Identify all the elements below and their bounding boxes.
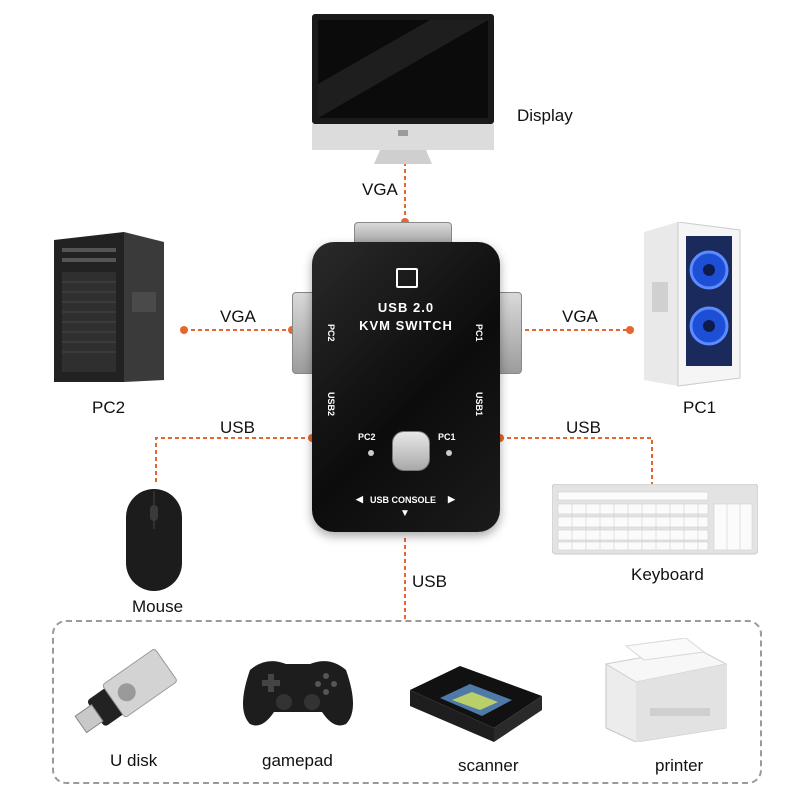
wire-dot xyxy=(180,326,188,334)
monitor-icon xyxy=(310,14,496,171)
side-label-pc1: PC1 xyxy=(474,324,484,342)
usb-peripherals-group xyxy=(52,620,762,784)
pc1-label: PC1 xyxy=(683,398,717,417)
kvm-title-line2: KVM SWITCH xyxy=(359,318,453,333)
usb-bottom-label: USB xyxy=(412,572,447,591)
console-right-arrow-icon: ▶ xyxy=(448,494,455,504)
keyboard-icon xyxy=(551,483,759,561)
usb-right-label: USB xyxy=(566,418,601,437)
side-label-pc2: PC2 xyxy=(326,324,336,342)
wire-mouse-usb xyxy=(155,437,312,485)
display-label: Display xyxy=(517,106,573,125)
usb-left-label: USB xyxy=(220,418,255,437)
printer-label: printer xyxy=(655,756,704,775)
mouse-label: Mouse xyxy=(132,597,184,616)
keyboard-label: Keyboard xyxy=(631,565,704,584)
led-label-pc1: PC1 xyxy=(438,432,456,442)
led-label-pc2: PC2 xyxy=(358,432,376,442)
pc2-led xyxy=(368,450,374,456)
scanner-icon xyxy=(400,660,546,749)
side-label-usb2: USB2 xyxy=(326,392,336,417)
side-label-usb1: USB1 xyxy=(474,392,484,417)
vga-right-label: VGA xyxy=(562,307,598,326)
pc2-label: PC2 xyxy=(92,398,126,417)
kvm-switch: USB 2.0 KVM SWITCH PC2 PC1 USB2 USB1 PC2… xyxy=(312,242,500,532)
wire-dot xyxy=(626,326,634,334)
vga-port-right xyxy=(498,292,522,374)
scanner-label: scanner xyxy=(458,756,519,775)
wire-keyboard-usb xyxy=(500,437,653,487)
kvm-title-line1: USB 2.0 xyxy=(377,300,435,315)
u-disk-label: U disk xyxy=(110,751,158,770)
u-disk-icon xyxy=(70,640,190,745)
pc1-tower-icon xyxy=(644,221,744,393)
console-down-arrow-icon: ▼ xyxy=(400,508,410,519)
console-left-arrow-icon: ◀ xyxy=(356,494,363,504)
vga-left-label: VGA xyxy=(220,307,256,326)
vga-top-label: VGA xyxy=(362,180,398,199)
gamepad-icon xyxy=(236,650,360,735)
console-label: USB CONSOLE xyxy=(370,495,437,505)
pc1-led xyxy=(446,450,452,456)
monitor-outline-icon xyxy=(396,268,418,288)
pc2-tower-icon xyxy=(50,232,168,395)
switch-button[interactable] xyxy=(392,431,430,471)
mouse-icon xyxy=(122,485,186,600)
gamepad-label: gamepad xyxy=(262,751,333,770)
printer-icon xyxy=(596,637,732,747)
